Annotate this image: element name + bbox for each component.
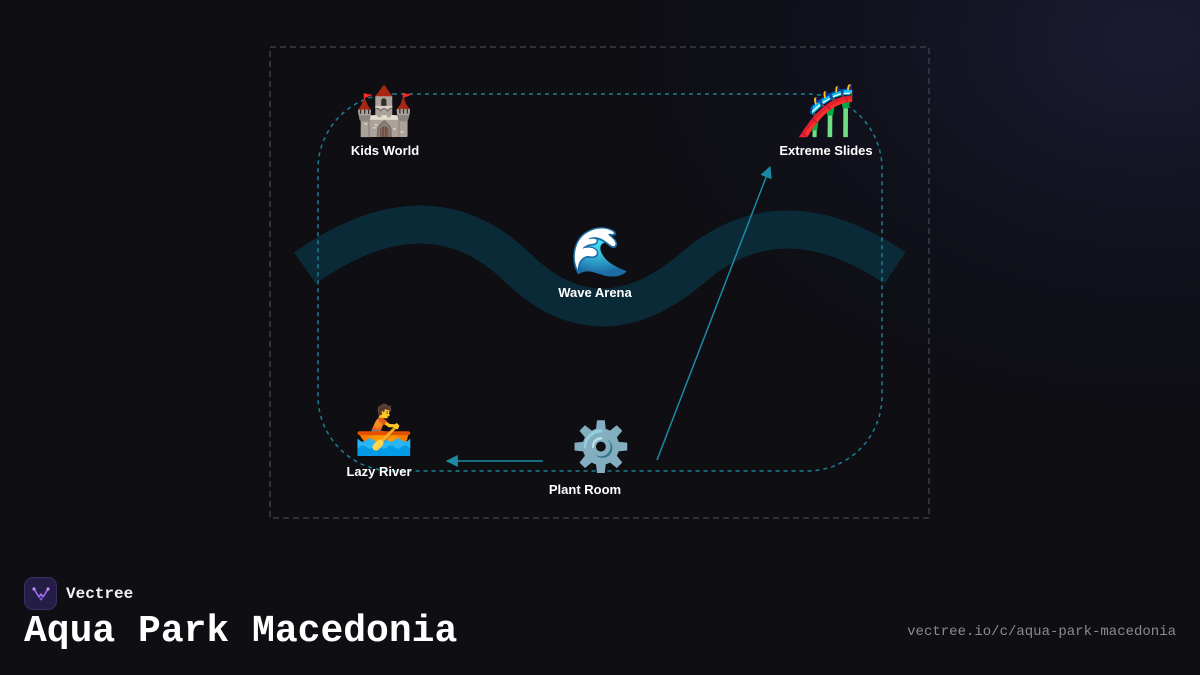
node-label: Lazy River (346, 464, 411, 479)
node-lazy-river[interactable]: 🚣 Lazy River (346, 402, 413, 479)
vectree-logo-icon[interactable] (24, 577, 57, 610)
roller-coaster-icon: 🎢 (796, 83, 856, 139)
node-label: Extreme Slides (779, 143, 872, 158)
node-plant-room[interactable]: ⚙️ Plant Room (549, 419, 631, 497)
river-band (294, 205, 906, 327)
node-label: Kids World (351, 143, 419, 158)
page-url[interactable]: vectree.io/c/aqua-park-macedonia (907, 624, 1176, 640)
castle-icon: 🏰 (354, 83, 414, 139)
rowboat-icon: 🚣 (354, 402, 414, 458)
node-label: Wave Arena (558, 285, 632, 300)
node-extreme-slides[interactable]: 🎢 Extreme Slides (779, 83, 872, 158)
node-wave-arena[interactable]: 🌊 Wave Arena (558, 224, 632, 300)
brand: Vectree (24, 577, 133, 610)
edge-plant-room-to-extreme-slides (656, 165, 772, 461)
node-label: Plant Room (549, 482, 621, 497)
water-wave-icon: 🌊 (570, 224, 630, 280)
diagram-frame (269, 46, 930, 519)
brand-name: Vectree (66, 584, 134, 603)
node-kids-world[interactable]: 🏰 Kids World (351, 83, 419, 158)
circuit-path (317, 93, 883, 472)
page-title: Aqua Park Macedonia (24, 610, 458, 653)
gear-icon: ⚙️ (571, 419, 631, 475)
